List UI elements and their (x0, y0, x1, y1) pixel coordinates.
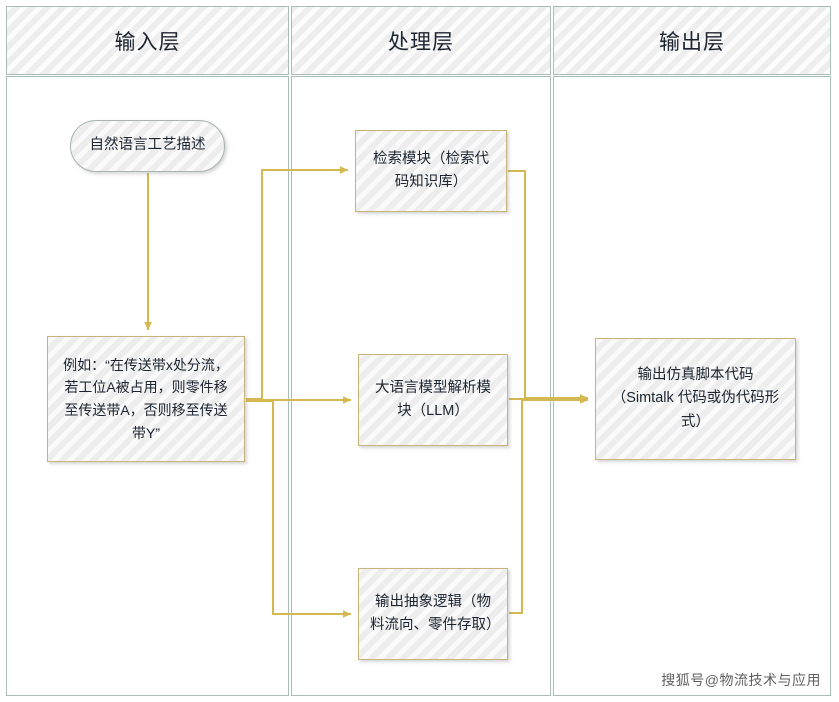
node-label: 检索模块（检索代码知识库） (373, 150, 489, 190)
node-simulation-script-output[interactable]: 输出仿真脚本代码（Simtalk 代码或伪代码形式） (595, 338, 796, 460)
watermark: 搜狐号@物流技术与应用 (661, 672, 821, 688)
node-label: 大语言模型解析模块（LLM） (375, 379, 491, 419)
node-llm-parsing-module[interactable]: 大语言模型解析模块（LLM） (358, 354, 508, 446)
lane-title-input: 输入层 (114, 30, 181, 54)
node-natural-language-description[interactable]: 自然语言工艺描述 (70, 120, 225, 172)
lane-header-output: 输出层 (553, 6, 831, 75)
node-label: 自然语言工艺描述 (89, 137, 206, 154)
lane-title-output: 输出层 (659, 30, 725, 54)
node-example-text[interactable]: 例如：“在传送带x处分流，若工位A被占用，则零件移至传送带A，否则移至传送带Y” (47, 336, 245, 462)
node-label: 输出抽象逻辑（物料流向、零件存取） (370, 593, 501, 633)
node-label: 输出仿真脚本代码（Simtalk 代码或伪代码形式） (611, 366, 780, 430)
node-abstract-logic-output[interactable]: 输出抽象逻辑（物料流向、零件存取） (358, 568, 508, 660)
lane-header-input: 输入层 (6, 6, 289, 75)
lane-header-processing: 处理层 (291, 6, 551, 75)
node-label: 例如：“在传送带x处分流，若工位A被占用，则零件移至传送带A，否则移至传送带Y” (63, 356, 229, 441)
node-retrieval-module[interactable]: 检索模块（检索代码知识库） (355, 130, 507, 212)
lane-title-processing: 处理层 (388, 30, 454, 54)
swimlane-header-row: 输入层 处理层 输出层 (6, 6, 833, 75)
